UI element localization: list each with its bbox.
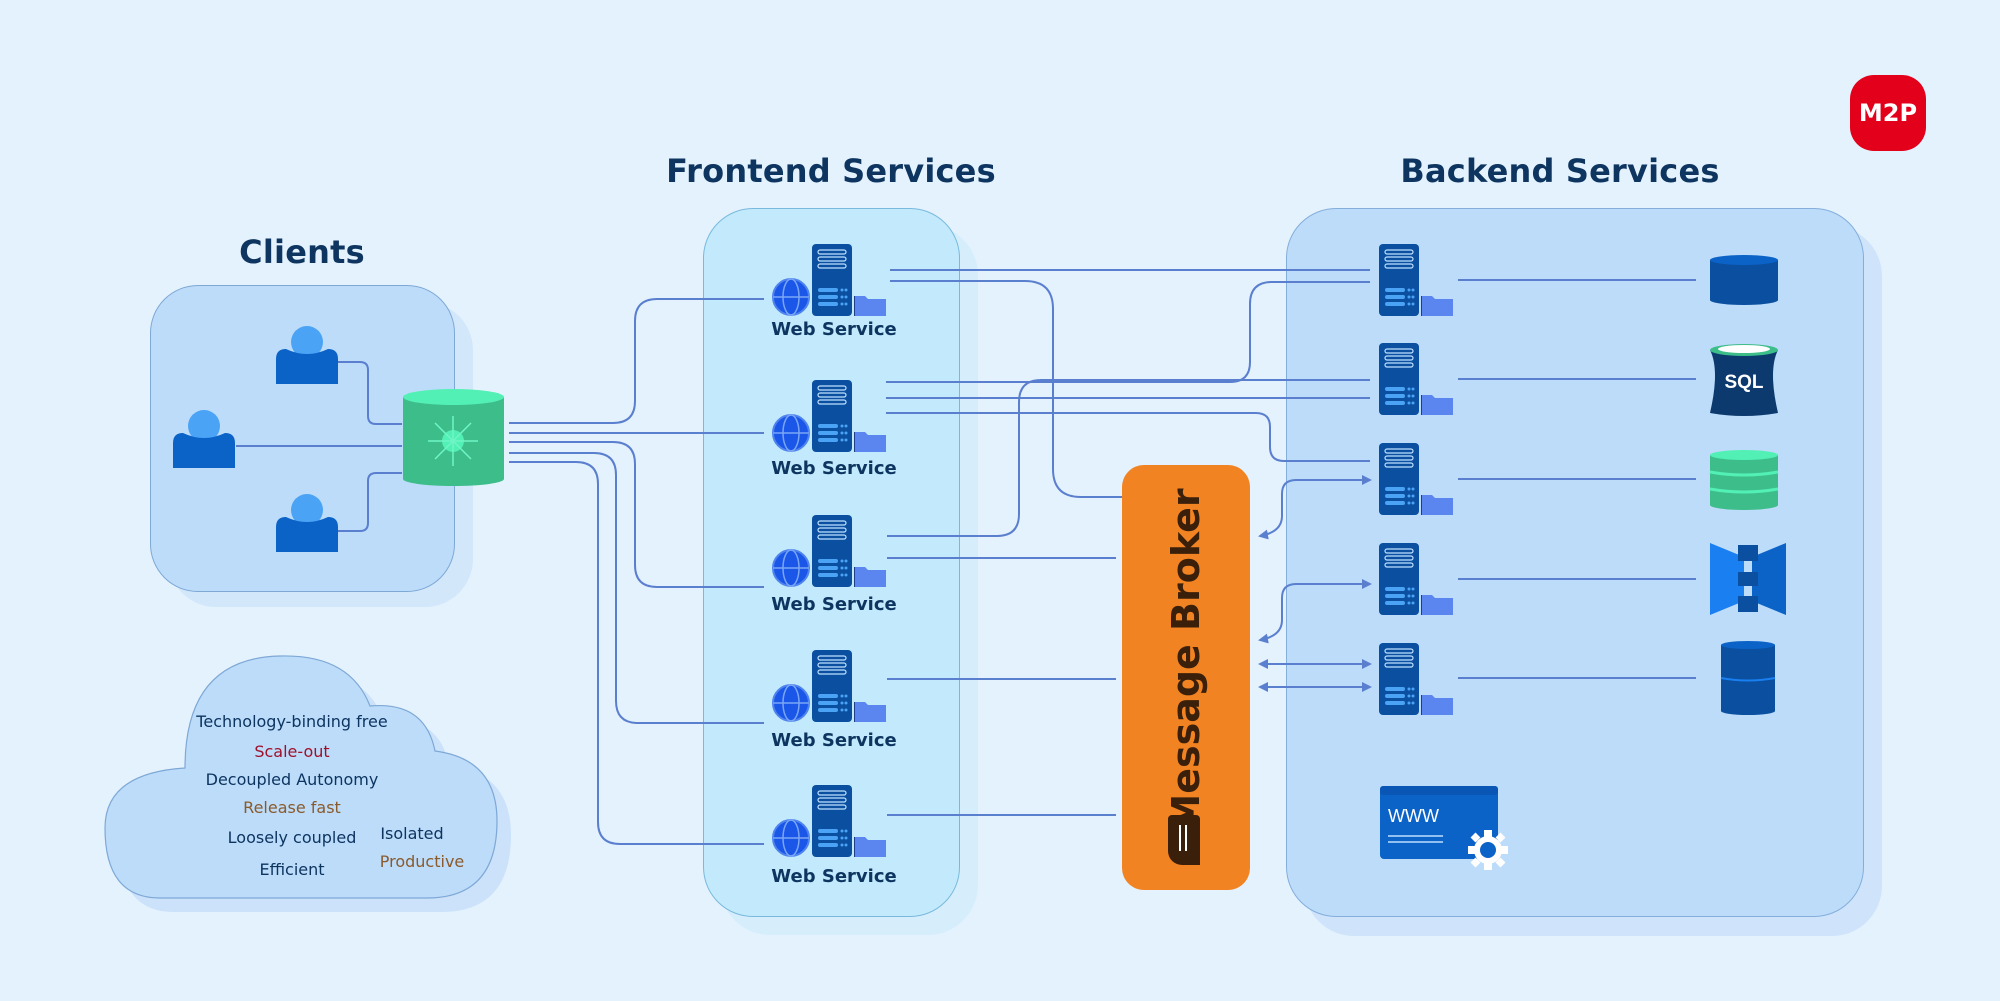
- message-broker: Message Broker: [1122, 465, 1250, 890]
- globe-icon: [772, 684, 810, 722]
- www-label: WWW: [1388, 806, 1439, 826]
- two-tier-database-icon: [1720, 641, 1776, 715]
- datastore-connectors: [1458, 279, 1696, 679]
- web-service-label: Web Service: [771, 866, 897, 887]
- frontend-title: Frontend Services: [666, 152, 996, 190]
- server-icon: [1378, 243, 1454, 317]
- globe-icon: [772, 278, 810, 316]
- server-icon: [1378, 342, 1454, 416]
- cloud-item: Isolated: [380, 824, 444, 843]
- benefits-cloud: [104, 655, 511, 912]
- server-icon: [811, 514, 887, 588]
- cloud-item: Efficient: [259, 860, 325, 879]
- cloud-item: Loosely coupled: [227, 828, 357, 847]
- cloud-item: Decoupled Autonomy: [205, 770, 379, 789]
- web-service-label: Web Service: [771, 458, 897, 479]
- backend-title: Backend Services: [1400, 152, 1720, 190]
- user-icon: [276, 494, 338, 552]
- web-settings-icon: WWW: [1380, 786, 1508, 870]
- client-connectors: [236, 361, 402, 532]
- stacked-database-icon: [1709, 450, 1779, 510]
- cloud-item: Productive: [379, 852, 465, 871]
- sql-database-icon: SQL: [1710, 344, 1778, 416]
- web-service-5-icons: [772, 784, 887, 858]
- cloud-item: Release fast: [243, 798, 341, 817]
- globe-icon: [772, 414, 810, 452]
- server-icon: [1378, 542, 1454, 616]
- server-icon: [811, 784, 887, 858]
- m2p-logo: M2P: [1850, 75, 1926, 151]
- server-icon: [811, 243, 887, 317]
- clients-title: Clients: [239, 233, 365, 271]
- web-service-label: Web Service: [771, 319, 897, 340]
- globe-icon: [772, 549, 810, 587]
- service-connectors: [886, 269, 1370, 816]
- server-icon: [811, 379, 887, 453]
- queue-icon: [1168, 815, 1200, 865]
- user-icon: [276, 326, 338, 384]
- web-service-3-icons: [772, 514, 887, 588]
- cloud-item: Technology-binding free: [196, 712, 388, 731]
- web-service-label: Web Service: [771, 594, 897, 615]
- user-icon: [173, 410, 235, 468]
- gateway-connectors: [509, 298, 764, 845]
- web-service-1-icons: [772, 243, 887, 317]
- web-service-label: Web Service: [771, 730, 897, 751]
- server-icon: [1378, 442, 1454, 516]
- web-service-2-icons: [772, 379, 887, 453]
- globe-icon: [772, 819, 810, 857]
- storage-gateway-icon: [1710, 543, 1786, 615]
- message-broker-label: Message Broker: [1164, 488, 1208, 832]
- sql-label: SQL: [1724, 372, 1763, 393]
- load-balancer-icon: [403, 389, 504, 486]
- server-icon: [1378, 642, 1454, 716]
- database-icon: [1710, 255, 1778, 305]
- web-service-4-icons: [772, 649, 887, 723]
- server-icon: [811, 649, 887, 723]
- logo-text: M2P: [1858, 99, 1918, 127]
- broker-backend-arrows: [1258, 475, 1372, 692]
- cloud-item: Scale-out: [254, 742, 330, 761]
